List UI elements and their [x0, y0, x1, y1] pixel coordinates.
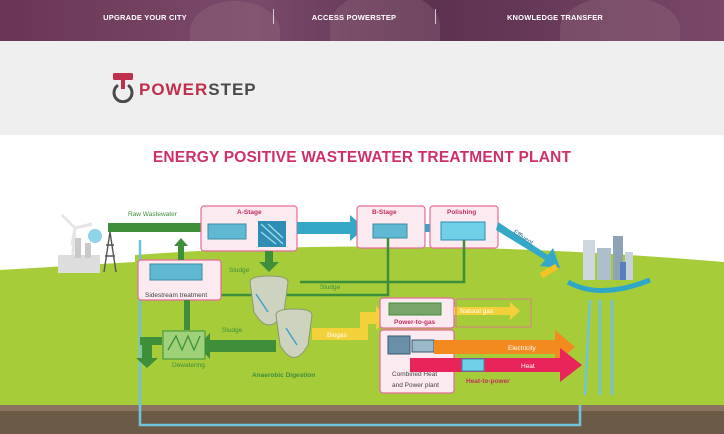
grass-left — [0, 262, 135, 434]
top-navigation-bar: UPGRADE YOUR CITY ACCESS POWERSTEP KNOWL… — [0, 0, 724, 41]
sludge-down-arrow — [259, 262, 279, 272]
biogas-label: Biogas — [327, 332, 348, 339]
power-button-icon — [112, 73, 134, 103]
electricity-flow — [434, 330, 575, 364]
b-stage-tank — [372, 223, 408, 239]
background-tower-image — [560, 0, 680, 41]
nav-upgrade-your-city[interactable]: UPGRADE YOUR CITY — [103, 12, 187, 22]
sludge-label-return: Sludge — [320, 284, 341, 291]
background-tower-image — [330, 0, 440, 41]
digester-tank-2 — [275, 308, 313, 358]
ground-edge — [0, 405, 724, 411]
clarifier-lines — [260, 223, 284, 245]
a-stage-label: A-Stage — [237, 209, 262, 216]
logo-bar — [0, 41, 724, 135]
sidestream-up-pipe — [178, 244, 184, 260]
polishing-label: Polishing — [447, 209, 476, 216]
chp-label-line1: Combined Heat — [392, 371, 437, 378]
power-to-gas-unit — [388, 302, 442, 316]
return-pipe — [138, 240, 582, 427]
effluent-flow — [496, 222, 560, 268]
polishing-tank — [440, 221, 486, 241]
background-tower-image — [190, 1, 280, 41]
effluent-marker — [539, 263, 559, 279]
natural-gas-label: Natural gas — [460, 308, 494, 315]
natural-gas-flow — [454, 302, 520, 320]
heat-to-power-label: Heat-to-power — [466, 378, 510, 385]
logo-power-text: POWER — [139, 80, 209, 99]
nav-divider — [273, 9, 274, 24]
page-title: ENERGY POSITIVE WASTEWATER TREATMENT PLA… — [152, 149, 572, 166]
city-icon — [566, 236, 651, 293]
sludge-label-a: Sludge — [229, 267, 250, 274]
ground-strip — [0, 410, 724, 434]
anaerobic-digestion-label: Anaerobic Digestion — [252, 372, 315, 379]
heat-label: Heat — [521, 363, 535, 370]
dewatering-unit — [162, 330, 206, 360]
nav-access-powerstep[interactable]: ACCESS POWERSTEP — [311, 12, 397, 22]
sludge-line-polishing — [300, 240, 466, 284]
factory-icon — [58, 229, 102, 273]
powerstep-logo[interactable]: POWERSTEP — [139, 80, 257, 100]
dewatering-label: Dewatering — [172, 362, 205, 369]
nav-divider — [435, 9, 436, 24]
chp-engine — [387, 335, 411, 355]
chp-generator — [411, 339, 435, 353]
raw-wastewater-label: Raw Wastewater — [128, 211, 178, 218]
treatment-plant-diagram: Raw Wastewater A-Stage B-Stage Polishing… — [0, 205, 724, 434]
nav-knowledge-transfer[interactable]: KNOWLEDGE TRANSFER — [506, 12, 604, 22]
logo-step-text: STEP — [208, 80, 257, 99]
heat-flow — [410, 348, 582, 382]
sludge-to-dewatering — [198, 333, 276, 359]
sidestream-up-arrow — [174, 238, 188, 246]
power-to-gas-label: Power-to-gas — [394, 319, 436, 326]
b-stage-label: B-Stage — [372, 209, 397, 216]
sludge-down-pipe — [265, 251, 273, 263]
sidestream-tank — [149, 263, 203, 281]
sidestream-label: Sidestream treatment — [145, 292, 207, 299]
biogas-flow — [312, 306, 388, 340]
flow-to-b-stage — [297, 215, 365, 241]
dewatering-output-arrow — [136, 337, 162, 368]
sidestream-pipe — [184, 300, 190, 330]
raw-wastewater-pipe — [108, 223, 203, 232]
natural-gas-box — [455, 298, 532, 328]
a-stage-tank — [207, 223, 247, 240]
dewatering-screw — [167, 334, 201, 352]
sludge-label-digestion: Sludge — [222, 327, 243, 334]
city-pipe — [583, 299, 592, 396]
heat-to-power-unit — [461, 358, 485, 372]
electricity-label: Electricity — [508, 345, 537, 352]
chp-label-line2: and Power plant — [392, 382, 439, 389]
